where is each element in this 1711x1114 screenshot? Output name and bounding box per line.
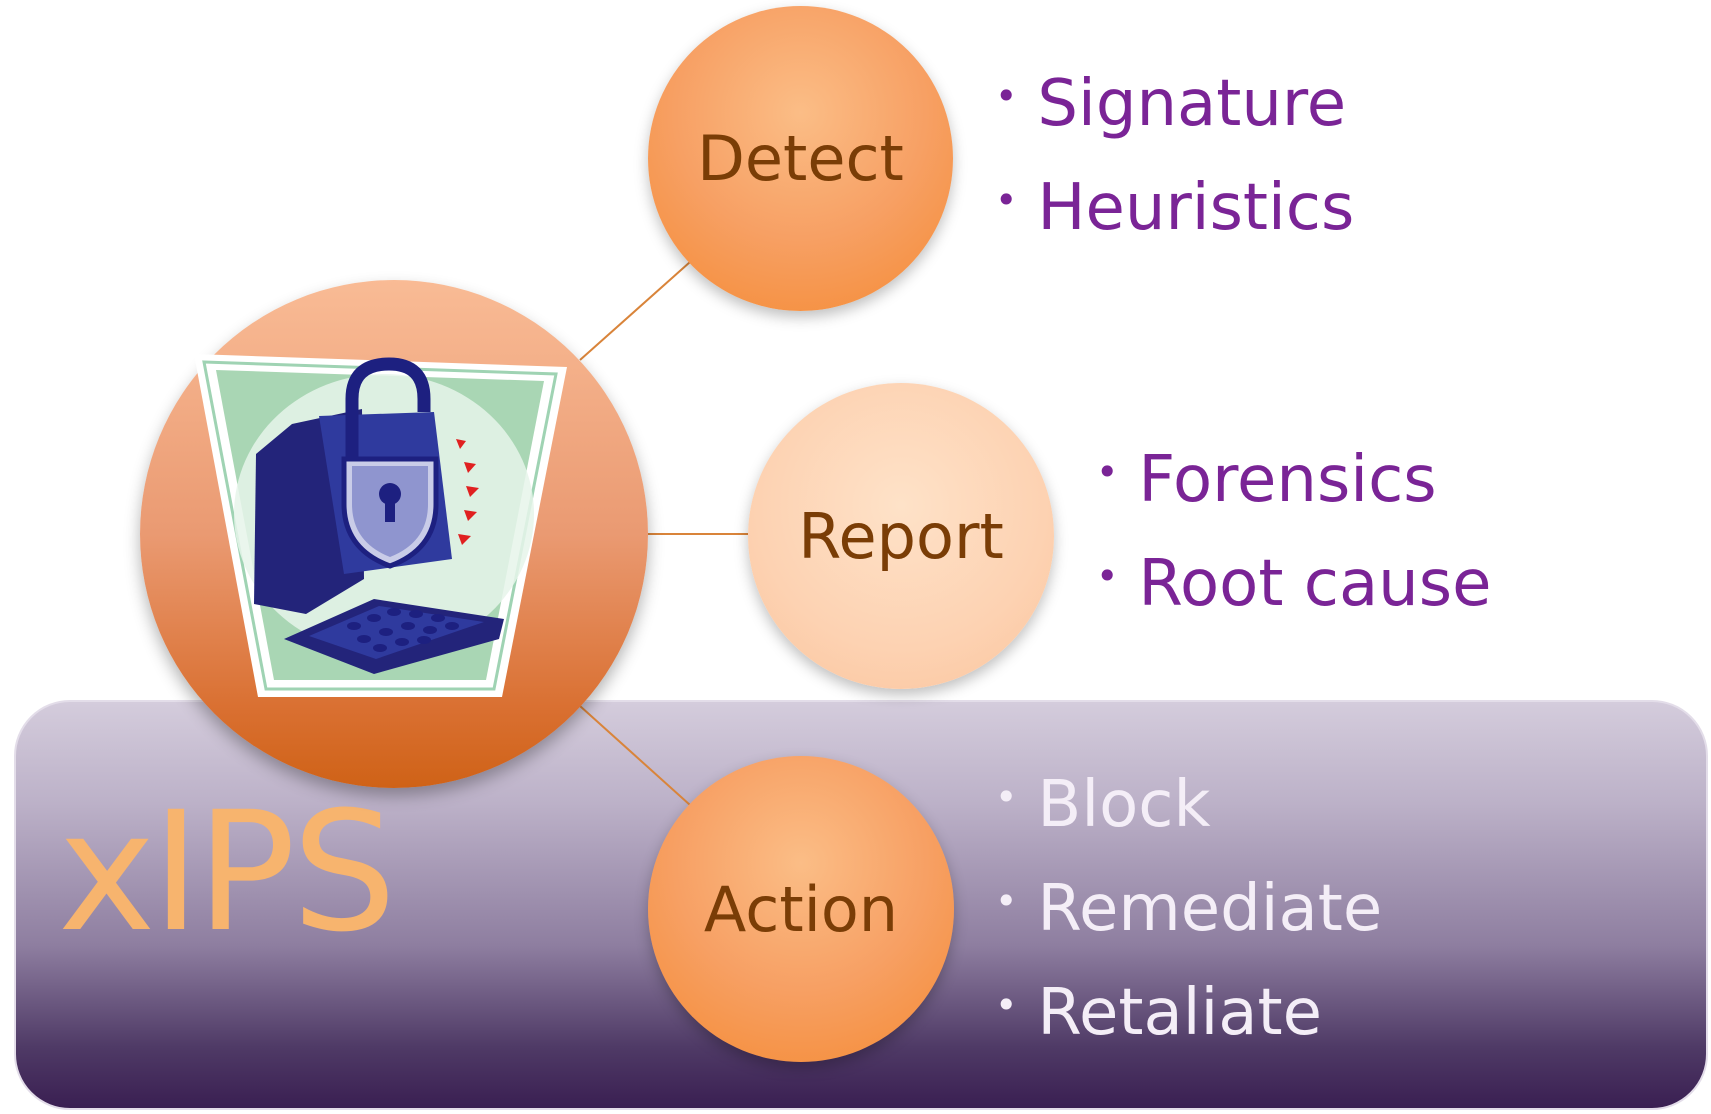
detect-list: Signature Heuristics	[995, 72, 1354, 280]
list-item: Remediate	[995, 877, 1382, 981]
computer-padlock-icon	[194, 354, 567, 697]
xips-title: xIPS	[58, 776, 397, 968]
list-item: Heuristics	[995, 176, 1354, 280]
list-item: Forensics	[1096, 448, 1491, 552]
list-item: Retaliate	[995, 981, 1382, 1085]
action-list: Block Remediate Retaliate	[995, 773, 1382, 1085]
detect-label: Detect	[697, 122, 904, 195]
central-node	[140, 280, 648, 788]
connector-action	[579, 705, 691, 806]
list-item: Signature	[995, 72, 1354, 176]
report-label: Report	[798, 499, 1004, 573]
list-item: Block	[995, 773, 1382, 877]
report-list: Forensics Root cause	[1096, 448, 1491, 656]
action-node: Action	[648, 756, 954, 1062]
list-item: Root cause	[1096, 552, 1491, 656]
report-node: Report	[748, 383, 1054, 689]
connector-detect	[579, 261, 691, 361]
action-label: Action	[703, 872, 899, 946]
detect-node: Detect	[648, 6, 953, 311]
